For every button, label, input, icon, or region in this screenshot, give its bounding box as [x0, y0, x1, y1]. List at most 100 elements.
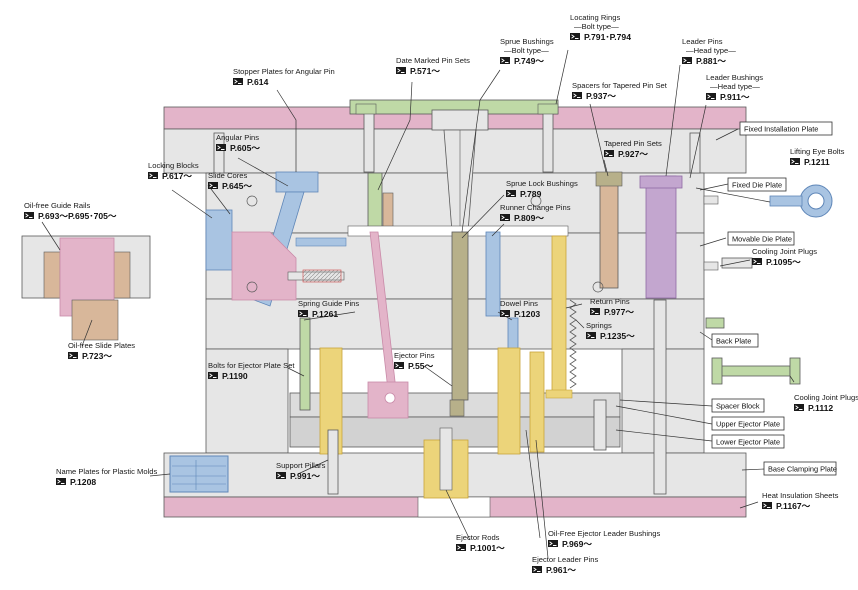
label-name: Bolts for Ejector Plate Set	[208, 361, 295, 370]
catalog-page-reference[interactable]: P.749～	[514, 56, 544, 66]
plate-box-label: Upper Ejector Plate	[716, 420, 780, 429]
label-name: Spring Guide Pins	[298, 299, 359, 308]
catalog-page-reference[interactable]: P.1235～	[600, 331, 635, 341]
catalog-page-reference[interactable]: P.937～	[586, 91, 616, 101]
label-name: Angular Pins	[216, 133, 259, 142]
runner-change-pin-part	[485, 231, 501, 317]
catalog-page-icon	[275, 471, 287, 480]
catalog-page-reference[interactable]: P.791･P.794	[584, 32, 631, 42]
label-sprue-bushings: Sprue Bushings—Bolt type—P.749～	[499, 37, 554, 66]
label-name: Oil-Free Ejector Leader Bushings	[548, 529, 660, 538]
sprue-bushing-part	[431, 109, 489, 131]
catalog-page-reference[interactable]: P.911～	[720, 92, 750, 102]
catalog-page-icon	[589, 307, 601, 316]
label-name: Lifting Eye Bolts	[790, 147, 845, 156]
label-name: Date Marked Pin Sets	[396, 56, 470, 65]
catalog-page-icon	[499, 56, 511, 65]
plate-box-spacer-block: Spacer Block	[711, 398, 765, 413]
name-plate-part	[169, 455, 229, 493]
label-name: Name Plates for Plastic Molds	[56, 467, 157, 476]
label-name: Slide Cores	[208, 171, 247, 180]
label-name: Support Pillars	[276, 461, 326, 470]
catalog-page-reference[interactable]: P.1112	[808, 403, 833, 413]
catalog-page-reference[interactable]: P.617～	[162, 171, 192, 181]
stopper-plate-part	[275, 171, 319, 193]
catalog-page-icon	[531, 565, 543, 574]
catalog-page-icon	[499, 213, 511, 222]
catalog-page-icon	[761, 501, 773, 510]
catalog-page-reference[interactable]: P.991～	[290, 471, 320, 481]
catalog-page-reference[interactable]: P.55～	[408, 361, 434, 371]
label-name: Locking Blocks	[148, 161, 199, 170]
catalog-page-reference[interactable]: P.789	[520, 189, 542, 199]
sprue-lock-bushing-part	[451, 231, 469, 401]
catalog-page-reference[interactable]: P.969～	[562, 539, 592, 549]
catalog-page-icon	[455, 543, 467, 552]
label-name: Spacers for Tapered Pin Set	[572, 81, 668, 90]
catalog-page-reference[interactable]: P.1261	[312, 309, 338, 319]
support-pillar-right	[497, 347, 521, 455]
catalog-page-icon	[393, 361, 405, 370]
catalog-page-reference[interactable]: P.1190	[222, 371, 248, 381]
label-name: Leader Bushings	[706, 73, 763, 82]
label-subtitle: —Bolt type—	[574, 22, 619, 31]
catalog-page-reference[interactable]: P.809～	[514, 213, 544, 223]
catalog-page-reference[interactable]: P.645～	[222, 181, 252, 191]
label-name: Ejector Rods	[456, 533, 500, 542]
catalog-page-reference[interactable]: P.1095～	[766, 257, 801, 267]
spring-guide-pin-part	[299, 317, 311, 411]
catalog-page-reference[interactable]: P.961～	[546, 565, 576, 575]
catalog-page-icon	[681, 56, 693, 65]
label-name: Tapered Pin Sets	[604, 139, 662, 148]
catalog-page-reference[interactable]: P.927～	[618, 149, 648, 159]
label-name: Sprue Lock Bushings	[506, 179, 578, 188]
catalog-page-icon	[585, 331, 597, 340]
label-name: Heat Insulation Sheets	[762, 491, 839, 500]
catalog-page-icon	[67, 351, 79, 360]
plate-box-back-plate: Back Plate	[711, 333, 759, 348]
catalog-page-icon	[23, 211, 35, 220]
catalog-page-icon	[603, 149, 615, 158]
plate-box-fixed-die-plate: Fixed Die Plate	[727, 177, 787, 192]
catalog-page-reference[interactable]: P.571～	[410, 66, 440, 76]
tapered-pin-part	[599, 175, 619, 289]
catalog-page-reference[interactable]: P.1203	[514, 309, 540, 319]
catalog-page-icon	[207, 181, 219, 190]
catalog-page-icon	[705, 92, 717, 101]
catalog-page-reference[interactable]: P.605～	[230, 143, 260, 153]
catalog-page-icon	[569, 32, 581, 41]
catalog-page-reference[interactable]: P.1167～	[776, 501, 811, 511]
catalog-page-reference[interactable]: P.1208	[70, 477, 96, 487]
locking-block-part	[205, 209, 233, 271]
catalog-page-reference[interactable]: P.614	[247, 77, 269, 87]
catalog-page-reference[interactable]: P.977～	[604, 307, 634, 317]
catalog-page-reference[interactable]: P.1211	[804, 157, 830, 167]
catalog-page-reference[interactable]: P.1001～	[470, 543, 505, 553]
label-subtitle: —Bolt type—	[504, 46, 549, 55]
catalog-page-reference[interactable]: P.693～P.695･705～	[38, 211, 117, 221]
catalog-page-icon	[297, 309, 309, 318]
catalog-page-reference[interactable]: P.723～	[82, 351, 112, 361]
ejector-leader-pin-part	[529, 351, 545, 453]
catalog-page-icon	[55, 477, 67, 486]
catalog-page-icon	[571, 91, 583, 100]
plate-box-label: Fixed Installation Plate	[744, 125, 818, 134]
catalog-page-reference[interactable]: P.881～	[696, 56, 726, 66]
plate-box-fixed-installation-plate: Fixed Installation Plate	[739, 121, 833, 136]
label-name: Return Pins	[590, 297, 630, 306]
